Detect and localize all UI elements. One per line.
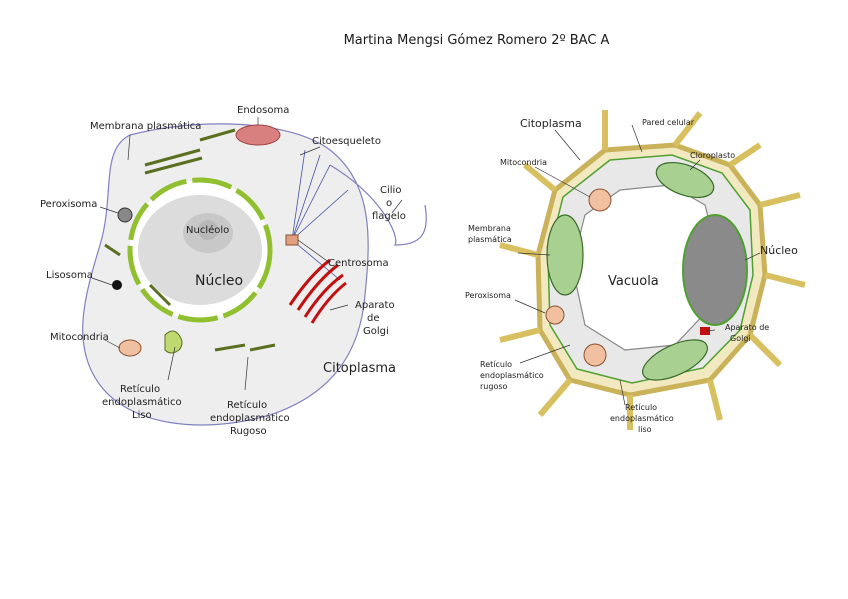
- label-membrana: Membrana plasmática: [90, 120, 201, 132]
- plant-label-nucleo: Núcleo: [760, 244, 798, 257]
- rough-er-shapes: [104, 128, 276, 352]
- plant-label-golgi-1: Aparato de: [725, 323, 769, 332]
- cytoskeleton-lines: [291, 149, 349, 281]
- smooth-er-shape: [164, 330, 183, 354]
- label-peroxisoma: Peroxisoma: [40, 199, 97, 210]
- label-citoesqueleto: Citoesqueleto: [312, 136, 381, 147]
- label-mitocondria: Mitocondria: [50, 332, 109, 343]
- plant-label-rer-1: Retículo: [480, 360, 512, 369]
- animal-cell-diagram: Membrana plasmática Endosoma Citoesquele…: [40, 105, 427, 437]
- plant-label-rel-1: Retículo: [625, 403, 657, 412]
- plant-leader-lines: [514, 124, 761, 406]
- plant-label-rel-3: liso: [638, 425, 652, 434]
- page-title: Martina Mengsi Gómez Romero 2º BAC A: [343, 33, 610, 48]
- label-endosoma: Endosoma: [237, 105, 289, 116]
- plant-label-peroxisoma: Peroxisoma: [465, 291, 511, 300]
- plant-golgi-shape: [700, 327, 710, 335]
- plant-label-golgi-2: Golgi: [730, 334, 751, 343]
- plant-label-rer-3: rugoso: [480, 382, 508, 391]
- golgi-shape: [288, 258, 347, 324]
- plant-label-rel-2: endoplasmático: [610, 414, 674, 423]
- plant-label-pared: Pared celular: [642, 118, 695, 127]
- label-golgi-3: Golgi: [363, 326, 389, 337]
- plant-label-mitocondria: Mitocondria: [500, 158, 547, 167]
- label-rel-3: Liso: [132, 410, 152, 421]
- chloroplast-shapes: [546, 161, 715, 381]
- label-nucleo: Núcleo: [195, 273, 243, 289]
- lysosome-shape: [112, 280, 122, 290]
- animal-leader-lines: [91, 117, 403, 391]
- label-cilio-1: Cilio: [380, 185, 401, 196]
- nucleus-shape: [127, 177, 273, 323]
- label-citoplasma: Citoplasma: [323, 361, 396, 376]
- label-cilio-2: o: [386, 198, 392, 209]
- label-rer-3: Rugoso: [230, 426, 267, 437]
- endosome-shape: [235, 124, 281, 146]
- label-centrosoma: Centrosoma: [328, 258, 389, 269]
- plant-label-citoplasma: Citoplasma: [520, 117, 582, 130]
- label-golgi-2: de: [367, 313, 380, 324]
- label-rer-2: endoplasmático: [210, 412, 290, 424]
- plant-cell-diagram: Citoplasma Pared celular Cloroplasto Mit…: [465, 110, 806, 434]
- plant-label-vacuola: Vacuola: [608, 274, 659, 289]
- plant-label-rer-2: endoplasmático: [480, 371, 544, 380]
- label-golgi-1: Aparato: [355, 300, 395, 311]
- plant-label-membrana-1: Membrana: [468, 224, 511, 233]
- plant-label-cloroplasto: Cloroplasto: [690, 151, 735, 160]
- plant-mitochondria-shapes: [545, 188, 612, 367]
- peroxisome-shape: [117, 207, 133, 223]
- centrosome-shape: [285, 234, 299, 246]
- plant-label-membrana-2: plasmática: [468, 235, 512, 244]
- cilium-shape: [329, 164, 427, 246]
- label-rel-2: endoplasmático: [102, 396, 182, 408]
- mitochondria-shape: [118, 339, 142, 357]
- wall-spikes: [499, 110, 806, 430]
- label-rer-1: Retículo: [227, 399, 267, 411]
- label-rel-1: Retículo: [120, 383, 160, 395]
- label-cilio-3: flagelo: [372, 211, 406, 222]
- label-nucleolo: Nucléolo: [186, 224, 229, 236]
- plant-nucleus-shape: [682, 214, 748, 326]
- label-lisosoma: Lisosoma: [46, 270, 93, 281]
